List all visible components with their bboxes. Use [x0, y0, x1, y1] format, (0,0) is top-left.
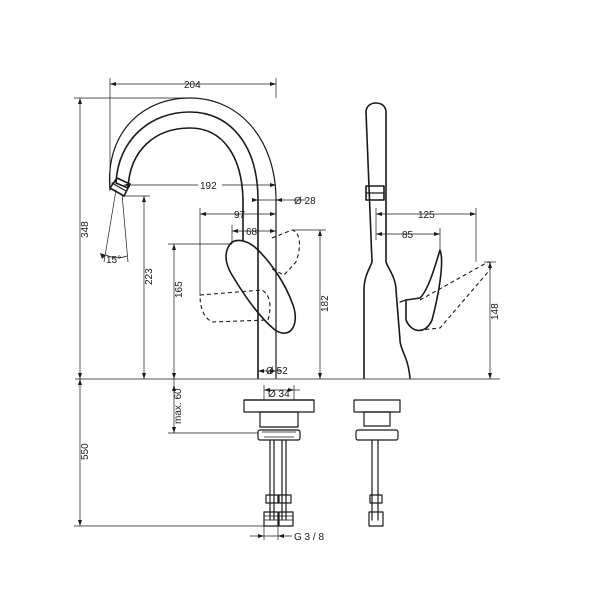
hose-fitting-left [263, 511, 279, 527]
dim-lever-reach: 97 [199, 208, 276, 296]
dim-base-diameter: Ø 52 [258, 366, 288, 377]
dim-connection-thread: G 3 / 8 [250, 526, 324, 543]
side-view: 125 85 148 [353, 102, 501, 527]
dim-label-223: 223 [144, 268, 155, 285]
dim-lever-swing-far: 125 [375, 208, 477, 262]
side-lever-dashed [419, 261, 492, 331]
dim-lever-height: 148 [484, 261, 501, 379]
dim-label-85: 85 [402, 230, 414, 241]
dim-label-148: 148 [490, 303, 501, 320]
mounting-plate [243, 399, 315, 413]
dim-max-counter: max. 60 [168, 379, 258, 434]
dim-label-68: 68 [246, 227, 258, 238]
dim-spout-diameter: Ø 28 [252, 196, 316, 207]
dim-label-max60: max. 60 [173, 388, 184, 424]
dim-lever-swing-near: 85 [376, 228, 441, 250]
dim-label-192: 192 [200, 181, 217, 192]
side-lever-solid [405, 249, 443, 332]
side-spout [363, 102, 411, 379]
lever-solid [225, 239, 297, 334]
dim-lever-reach-short: 68 [231, 225, 276, 244]
spout-outer-back [108, 97, 277, 379]
dim-stem-diameter: Ø 34 [263, 385, 300, 400]
hose-crimp-right [278, 494, 292, 504]
side-lever-stem [399, 299, 407, 303]
dim-height-lever-top: 182 [292, 229, 331, 379]
dim-label-97: 97 [234, 210, 246, 221]
dim-label-348: 348 [80, 221, 91, 238]
side-mount-plate [353, 399, 401, 413]
lever-dashed [199, 289, 271, 323]
side-hose-crimp [369, 494, 383, 504]
dim-height-total: 348 [74, 97, 190, 379]
dim-label-d52: Ø 52 [266, 366, 288, 377]
hose-fitting-right [278, 511, 294, 527]
mounting-nut [259, 411, 299, 428]
dim-reach-total: 204 [109, 78, 277, 185]
dim-label-165: 165 [174, 281, 185, 298]
thread-ring [257, 429, 301, 441]
front-view: 204 192 Ø 28 97 [74, 78, 500, 543]
side-hose-fitting [368, 511, 384, 527]
side-aerator [365, 185, 385, 201]
dim-height-outlet: 223 [124, 195, 155, 379]
dim-label-15deg: 15° [106, 255, 121, 266]
hose-crimp-left [265, 494, 279, 504]
dim-label-d28: Ø 28 [294, 196, 316, 207]
dim-label-182: 182 [320, 295, 331, 312]
dim-label-125: 125 [418, 210, 435, 221]
dim-reach-spout: 192 [124, 178, 276, 192]
side-mount-nut [363, 411, 391, 427]
dim-height-lever: 165 [168, 243, 232, 379]
spout-body [115, 111, 259, 379]
dim-label-204: 204 [184, 80, 201, 91]
dim-label-550: 550 [80, 443, 91, 460]
dim-below-counter: 550 [74, 379, 264, 527]
dim-label-d34: Ø 34 [268, 389, 290, 400]
fitting-thread [264, 515, 293, 521]
outlet-line [111, 182, 127, 192]
nut-thread [262, 426, 296, 438]
dim-label-g38: G 3 / 8 [294, 532, 324, 543]
side-thread-ring [355, 429, 399, 441]
dim-spout-angle: 15° [100, 189, 129, 266]
